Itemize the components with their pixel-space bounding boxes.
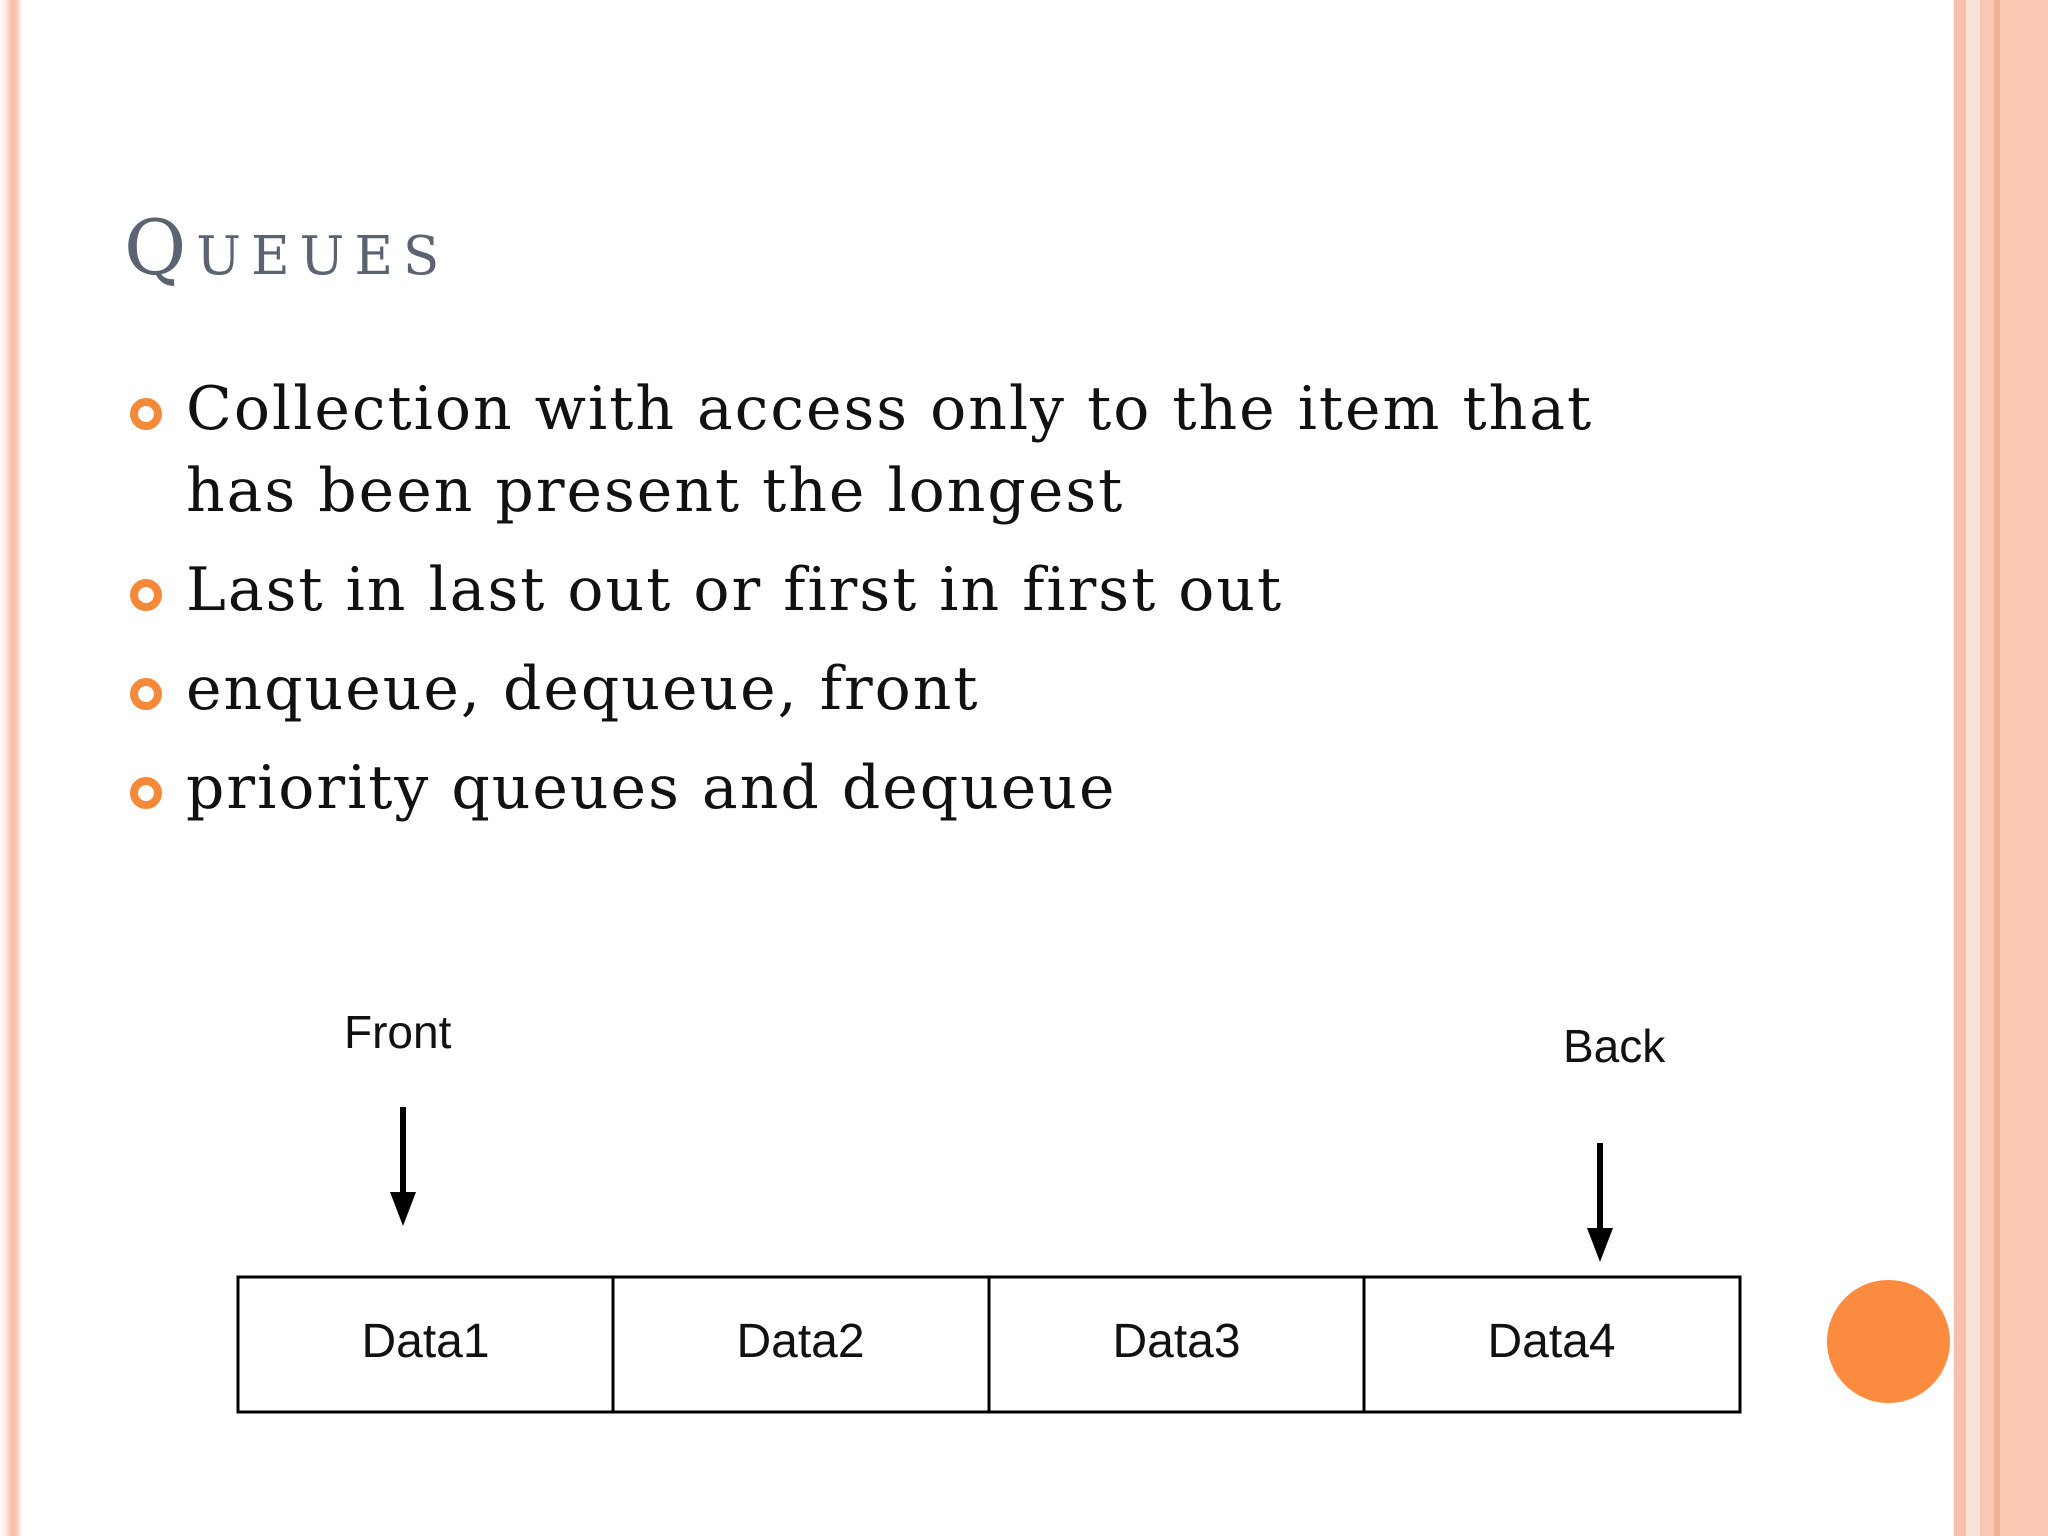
queue-cell-data1: Data1 xyxy=(361,1315,490,1368)
bullet-text: priority queues and dequeue xyxy=(186,753,1117,823)
bullet-list: Collection with access only to the item … xyxy=(122,368,1722,846)
back-arrow-icon xyxy=(1587,1143,1613,1262)
right-decorative-stripe xyxy=(1954,0,1966,1536)
bullet-item: Collection with access only to the item … xyxy=(122,368,1722,532)
back-label: Back xyxy=(1563,1020,1666,1072)
right-decorative-stripe xyxy=(1994,0,2000,1536)
decorative-orange-circle xyxy=(1827,1280,1950,1403)
bullet-ring-icon xyxy=(130,777,162,809)
bullet-ring-icon xyxy=(130,678,162,710)
bullet-item: priority queues and dequeue xyxy=(122,747,1722,829)
front-arrow-icon xyxy=(390,1107,416,1226)
queue-cell-data4: Data4 xyxy=(1487,1315,1616,1368)
bullet-ring-icon xyxy=(130,398,162,430)
right-decorative-stripe xyxy=(1980,0,2048,1536)
bullet-text: enqueue, dequeue, front xyxy=(186,654,980,724)
bullet-item: enqueue, dequeue, front xyxy=(122,648,1722,730)
front-label: Front xyxy=(344,1006,452,1058)
right-decorative-stripe xyxy=(1966,0,1980,1536)
slide-title: Queues xyxy=(124,203,450,292)
bullet-ring-icon xyxy=(130,579,162,611)
queue-cell-data2: Data2 xyxy=(736,1315,865,1368)
bullet-text: Collection with access only to the item … xyxy=(186,374,1594,526)
bullet-item: Last in last out or first in first out xyxy=(122,549,1722,631)
left-decorative-border xyxy=(0,0,22,1536)
bullet-text: Last in last out or first in first out xyxy=(186,555,1284,625)
queue-cell-data3: Data3 xyxy=(1112,1315,1241,1368)
